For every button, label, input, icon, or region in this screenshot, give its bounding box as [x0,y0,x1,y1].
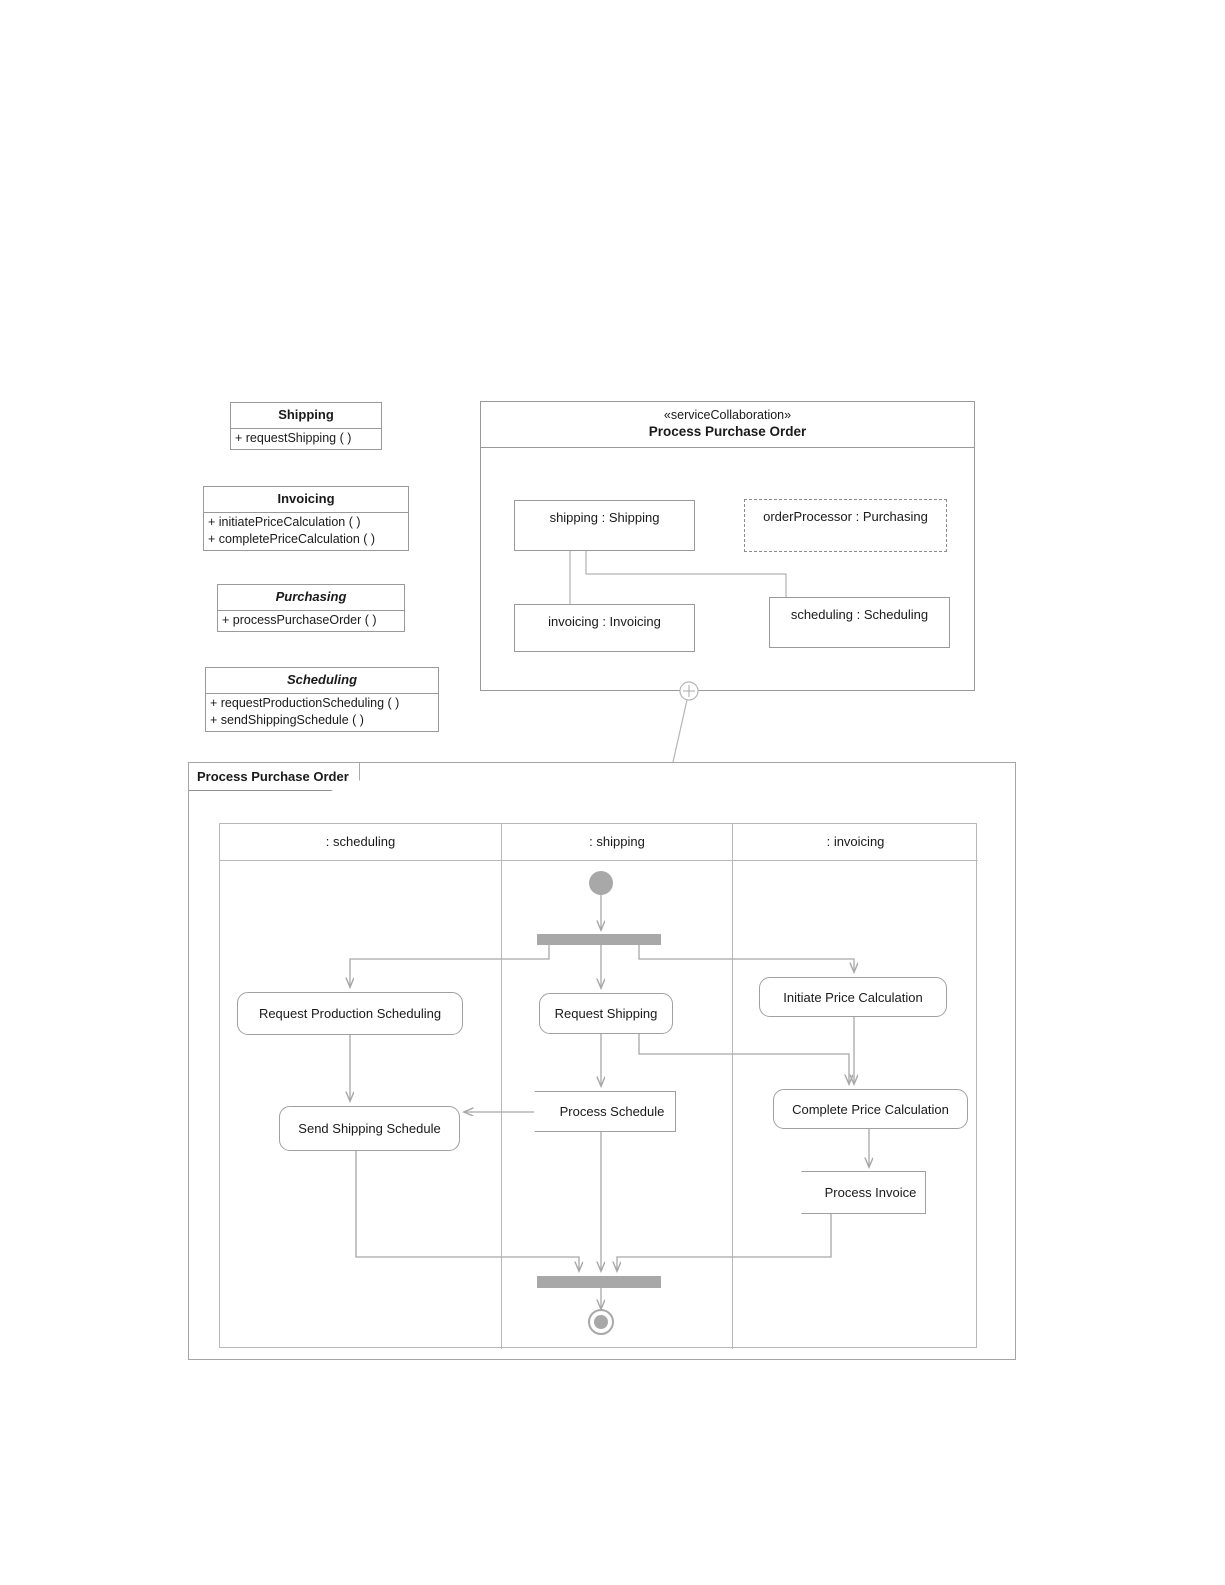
classifier-scheduling[interactable]: Scheduling + requestProductionScheduling… [205,667,439,732]
lane-divider [732,824,733,1349]
role-shipping[interactable]: shipping : Shipping [514,500,695,551]
fork-bar[interactable] [537,934,661,945]
action-label: Initiate Price Calculation [783,989,923,1005]
classifier-name: Scheduling [206,668,438,694]
action-request-shipping[interactable]: Request Shipping [539,993,673,1034]
lane-title-scheduling: : scheduling [325,834,396,849]
accept-event-process-invoice[interactable]: Process Invoice [801,1171,926,1214]
action-complete-price-calculation[interactable]: Complete Price Calculation [773,1089,968,1129]
classifier-name: Invoicing [204,487,408,513]
classifier-shipping[interactable]: Shipping + requestShipping ( ) [230,402,382,450]
lane-header-separator [220,860,978,861]
classifier-operations: + initiatePriceCalculation ( ) + complet… [204,513,408,550]
action-label: Complete Price Calculation [792,1101,949,1117]
operation: + completePriceCalculation ( ) [208,532,376,546]
join-bar[interactable] [537,1276,661,1288]
action-send-shipping-schedule[interactable]: Send Shipping Schedule [279,1106,460,1151]
classifier-purchasing[interactable]: Purchasing + processPurchaseOrder ( ) [217,584,405,632]
activity-frame-title: Process Purchase Order [189,763,360,791]
role-label: invoicing : Invoicing [548,614,661,629]
collaboration-stereotype: «serviceCollaboration» [663,408,792,422]
role-label: orderProcessor : Purchasing [763,509,928,524]
role-label: shipping : Shipping [549,510,660,525]
activity-final-node[interactable] [588,1309,614,1335]
activity-final-inner [594,1315,608,1329]
accept-event-process-schedule[interactable]: Process Schedule [534,1091,676,1132]
operation: + processPurchaseOrder ( ) [222,613,377,627]
classifier-invoicing[interactable]: Invoicing + initiatePriceCalculation ( )… [203,486,409,551]
classifier-name: Purchasing [218,585,404,611]
classifier-operations: + requestShipping ( ) [231,429,381,449]
classifier-operations: + processPurchaseOrder ( ) [218,611,404,631]
collaboration-header: «serviceCollaboration» Process Purchase … [481,402,974,448]
role-label: scheduling : Scheduling [790,607,929,622]
classifier-name: Shipping [231,403,381,429]
initial-node[interactable] [589,871,613,895]
lane-title-shipping: : shipping [589,834,645,849]
action-label: Request Production Scheduling [258,1006,442,1021]
accept-event-label: Process Schedule [559,1104,665,1119]
role-invoicing[interactable]: invoicing : Invoicing [514,604,695,652]
lane-title-invoicing: : invoicing [826,834,885,849]
role-order-processor[interactable]: orderProcessor : Purchasing [744,499,947,552]
operation: + requestProductionScheduling ( ) [210,696,400,710]
classifier-operations: + requestProductionScheduling ( ) + send… [206,694,438,731]
action-label: Send Shipping Schedule [298,1121,441,1136]
accept-event-label: Process Invoice [824,1185,917,1200]
service-collaboration-frame[interactable]: «serviceCollaboration» Process Purchase … [480,401,975,691]
role-scheduling[interactable]: scheduling : Scheduling [769,597,950,648]
operation: + initiatePriceCalculation ( ) [208,515,361,529]
operation: + requestShipping ( ) [235,431,352,445]
swimlane-table: : scheduling : shipping : invoicing [219,823,978,1349]
collaboration-title: Process Purchase Order [648,424,807,439]
operation: + sendShippingSchedule ( ) [210,713,364,727]
action-label: Request Shipping [554,1006,658,1021]
action-request-production-scheduling[interactable]: Request Production Scheduling [237,992,463,1035]
action-initiate-price-calculation[interactable]: Initiate Price Calculation [759,977,947,1017]
activity-frame[interactable]: Process Purchase Order : scheduling : sh… [188,762,1016,1360]
lane-divider [501,824,502,1349]
